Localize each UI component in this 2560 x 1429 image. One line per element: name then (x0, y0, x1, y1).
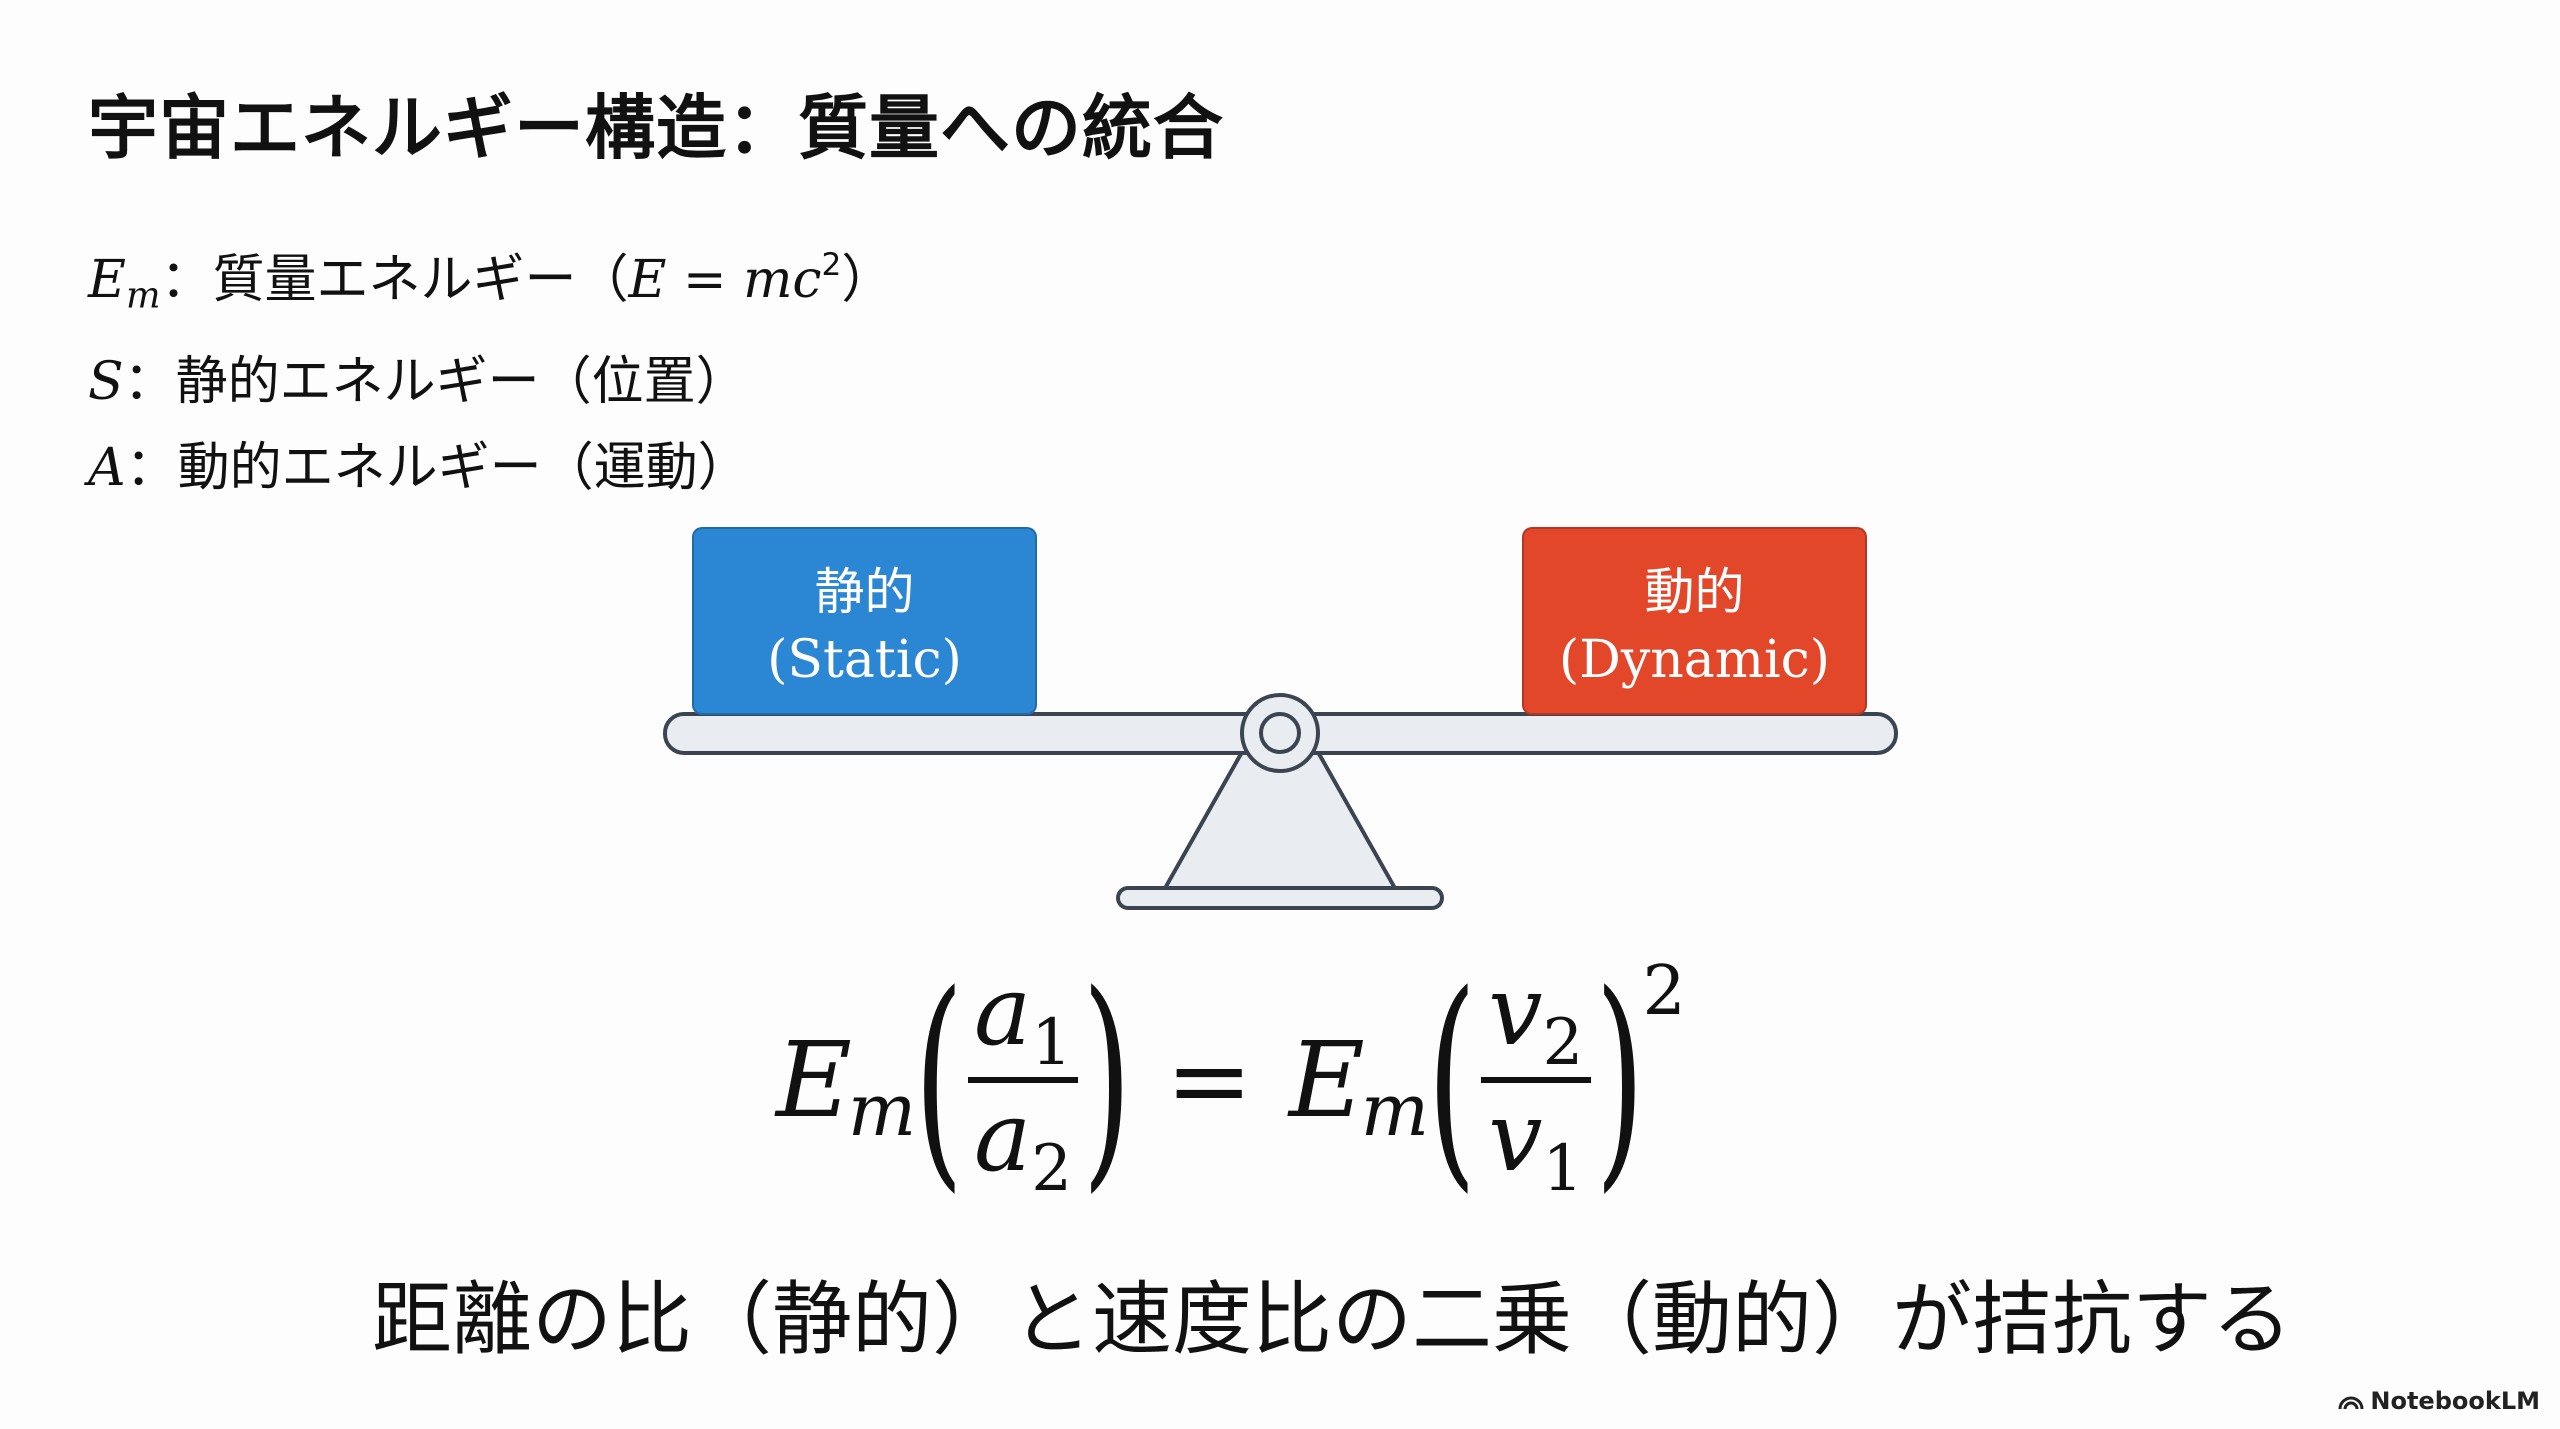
caption: 距離の比（静的）と速度比の二乗（動的）が拮抗する (372, 1273, 2292, 1366)
index: 1 (1031, 1006, 1072, 1080)
var: v (1488, 955, 1543, 1067)
symbol-s: S (88, 351, 124, 412)
pivot-inner (1259, 712, 1301, 754)
index: 2 (1031, 1132, 1072, 1206)
notebooklm-logo: NotebookLM (2338, 1387, 2540, 1415)
rhs-denominator: v1 (1488, 1081, 1584, 1206)
definition-text: ：静的エネルギー（位置） (123, 351, 748, 412)
equals-sign: = (1165, 1019, 1253, 1141)
symbol-a: A (88, 437, 126, 498)
definition-text: ：質量エネルギー（ (160, 249, 629, 310)
rhs-numerator: v2 (1488, 955, 1584, 1080)
index: 2 (1542, 1006, 1584, 1080)
formula-sup: 2 (821, 247, 842, 283)
fraction-bar (1480, 1077, 1591, 1083)
lhs-numerator: a1 (973, 955, 1072, 1080)
fraction-bar (967, 1077, 1078, 1083)
dynamic-box: 動的 (Dynamic) (1522, 527, 1867, 715)
close-paren: ） (841, 249, 894, 310)
formula: E = mc (628, 249, 822, 310)
symbol-e: E (88, 249, 126, 310)
definition-s: S：静的エネルギー（位置） (88, 339, 893, 425)
index: 1 (1542, 1132, 1584, 1206)
rhs-fraction: v2 v1 (1480, 955, 1591, 1206)
var: v (1488, 1081, 1543, 1193)
logo-text: NotebookLM (2370, 1387, 2540, 1415)
lhs-denominator: a2 (973, 1081, 1072, 1206)
symbol-sub: m (125, 273, 161, 317)
lhs-fraction: a1 a2 (967, 955, 1078, 1206)
lhs-e: E (776, 1019, 852, 1141)
dynamic-label-jp: 動的 (1644, 563, 1745, 621)
definition-a: A：動的エネルギー（運動） (88, 425, 893, 511)
rhs-rparen: ) (1594, 946, 1645, 1213)
static-box: 静的 (Static) (692, 527, 1037, 715)
rhs-lparen: ( (1427, 946, 1477, 1213)
var: a (973, 1081, 1032, 1193)
lhs-lparen: ( (914, 946, 964, 1213)
var: a (973, 955, 1032, 1067)
definition-text: ：動的エネルギー（運動） (125, 437, 750, 498)
lhs-sub: m (847, 1068, 917, 1152)
rhs-power: 2 (1642, 952, 1686, 1031)
dynamic-label-en: (Dynamic) (1558, 630, 1831, 690)
static-label-jp: 静的 (814, 563, 915, 621)
static-label-en: (Static) (767, 630, 962, 690)
definitions-list: Em：質量エネルギー（E = mc2） S：静的エネルギー（位置） A：動的エネ… (88, 222, 893, 511)
rhs-sub: m (1360, 1068, 1430, 1152)
seesaw-base (1116, 886, 1444, 910)
slide-title: 宇宙エネルギー構造：質量への統合 (88, 87, 1224, 169)
notebooklm-icon (2338, 1396, 2364, 1410)
definition-em: Em：質量エネルギー（E = mc2） (88, 222, 893, 339)
rhs-e: E (1288, 1019, 1365, 1141)
lhs-rparen: ) (1082, 946, 1132, 1213)
